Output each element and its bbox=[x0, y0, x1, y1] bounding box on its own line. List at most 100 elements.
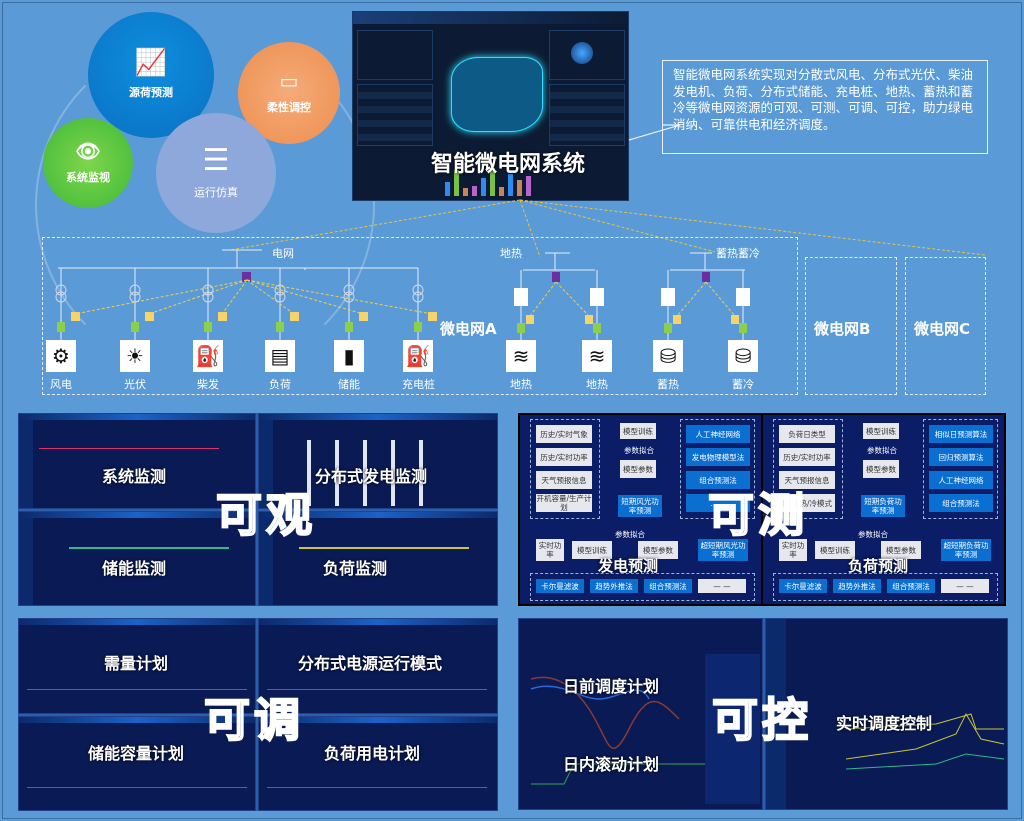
device-battery[interactable]: ▮储能 bbox=[333, 340, 365, 392]
microgrid-b-box[interactable] bbox=[805, 257, 897, 395]
param-fit-label: 参数拟合 bbox=[624, 445, 654, 455]
geothermal-icon: ≋ bbox=[582, 340, 612, 372]
realtime-power-box: 实时功率 bbox=[536, 539, 564, 561]
system-monitor-screen[interactable] bbox=[18, 413, 256, 509]
algorithm-box: 趋势外推法 bbox=[590, 579, 638, 593]
generation-forecast-panel[interactable]: 历史/实时气象人工神经网络卡尔曼滤波历史/实时功率发电物理模型法趋势外推法天气预… bbox=[520, 415, 761, 604]
model-params-box: 模型参数 bbox=[863, 460, 899, 478]
microgrid-c-box[interactable] bbox=[905, 257, 986, 395]
panel-label: 分布式电源运行模式 bbox=[298, 654, 443, 673]
dispatch-plan-screen[interactable] bbox=[518, 618, 763, 810]
short-term-forecast-box: 短期负荷功率预测 bbox=[861, 495, 905, 517]
comm-line bbox=[555, 281, 590, 317]
generation-mode-screen[interactable] bbox=[258, 618, 498, 714]
system-title: 智能微电网系统 bbox=[431, 152, 586, 177]
microgrid-b-label: 微电网B bbox=[814, 320, 871, 338]
input-box: 开机容量/生产计划 bbox=[536, 494, 592, 512]
realtime-chart bbox=[845, 712, 1005, 770]
input-box: 天气预报信息 bbox=[536, 471, 592, 489]
model-train-box: 模型训练 bbox=[815, 541, 855, 559]
demand-plan-screen[interactable] bbox=[18, 618, 256, 714]
microgrid-a-label: 微电网A bbox=[440, 320, 497, 338]
sensor-node bbox=[218, 312, 227, 321]
transformer-icon bbox=[129, 284, 141, 296]
transformer-icon bbox=[202, 284, 214, 296]
pulse-monitor-icon: ▭ bbox=[279, 69, 299, 93]
group-box bbox=[530, 419, 600, 519]
feature-system-monitor[interactable]: 👁 系统监视 bbox=[43, 118, 133, 208]
device-label: 柴发 bbox=[197, 378, 219, 391]
meter-node bbox=[664, 323, 672, 333]
device-charging-pile[interactable]: ⛽充电桩 bbox=[402, 340, 435, 392]
input-box: 天气预报信息 bbox=[779, 471, 835, 489]
ultra-short-forecast-box: 超短期负荷功率预测 bbox=[941, 539, 991, 561]
algorithm-box: — — bbox=[698, 579, 746, 593]
load-plan-screen[interactable] bbox=[258, 716, 498, 811]
microgrid-dashboard-screenshot[interactable]: 智能微电网系统 bbox=[352, 11, 629, 201]
panel-label: 分布式发电监测 bbox=[315, 467, 428, 486]
device-heat-tank[interactable]: ⛁蓄热 bbox=[652, 340, 684, 392]
group-box bbox=[773, 419, 843, 519]
valve-icon bbox=[736, 288, 750, 306]
feature-flexible-control[interactable]: ▭柔性调控 bbox=[238, 42, 340, 144]
feature-label: 源荷预测 bbox=[129, 86, 173, 99]
comm-line bbox=[221, 279, 248, 315]
observe-big-label: 可观 bbox=[215, 487, 316, 543]
bus-geo-label: 地热 bbox=[500, 247, 522, 260]
sensor-node bbox=[585, 315, 593, 324]
load-forecast-panel[interactable]: 负荷日类型相似日预测算法卡尔曼滤波历史/实时功率回归预测算法趋势外推法天气预报信… bbox=[763, 415, 1004, 604]
meter-node bbox=[276, 322, 284, 332]
control-section: 日前调度计划 日内滚动计划 实时调度控制 可控 bbox=[518, 618, 1008, 810]
controller-node bbox=[702, 272, 710, 282]
device-wind-turbine[interactable]: ⚙风电 bbox=[45, 340, 77, 392]
algorithm-box: 趋势外推法 bbox=[833, 579, 881, 593]
algorithm-box: 组合预测法 bbox=[644, 579, 692, 593]
realtime-control-screen[interactable] bbox=[765, 618, 1008, 810]
method-box: 人工神经网络 bbox=[686, 425, 750, 443]
comm-line bbox=[148, 279, 248, 315]
storage-capacity-screen[interactable] bbox=[18, 716, 256, 811]
param-fit-label: 参数拟合 bbox=[858, 529, 888, 539]
valve-icon bbox=[590, 288, 604, 306]
device-label: 风电 bbox=[50, 378, 72, 391]
feature-label: 运行仿真 bbox=[194, 186, 238, 199]
layers-icon: ☰ bbox=[202, 143, 230, 178]
device-diesel-generator[interactable]: ⛽ 柴发 bbox=[192, 340, 224, 392]
device-solar-panel[interactable]: ☀光伏 bbox=[119, 340, 151, 392]
model-params-box: 模型参数 bbox=[638, 541, 678, 559]
device-cold-tank[interactable]: ⛁蓄冷 bbox=[727, 340, 759, 392]
meter-node bbox=[204, 322, 212, 332]
controller-node bbox=[242, 272, 251, 282]
transformer-icon bbox=[412, 284, 424, 296]
meter-node bbox=[345, 322, 353, 332]
storage-monitor-screen[interactable] bbox=[18, 511, 256, 606]
measure-big-label: 可测 bbox=[707, 487, 808, 543]
input-box: 历史/实时功率 bbox=[779, 448, 835, 466]
device-geothermal[interactable]: ≋地热 bbox=[581, 340, 613, 392]
method-box: 相似日预测算法 bbox=[929, 425, 993, 443]
panel-label: 储能容量计划 bbox=[88, 744, 185, 763]
algorithm-box: 卡尔曼滤波 bbox=[779, 579, 827, 593]
device-load[interactable]: ▤负荷 bbox=[264, 340, 296, 392]
feature-simulation[interactable]: ☰ 运行仿真 bbox=[156, 113, 276, 233]
panel-label: 日前调度计划 bbox=[563, 677, 660, 696]
eye-monitor-icon: 👁 bbox=[75, 139, 101, 163]
distributed-generation-screen[interactable] bbox=[258, 413, 498, 509]
panel-label: 系统监测 bbox=[102, 467, 167, 486]
sensor-node bbox=[731, 315, 739, 324]
device-geothermal[interactable]: ≋地热 bbox=[505, 340, 537, 392]
transformer-icon bbox=[129, 291, 141, 303]
load-icon: ▤ bbox=[265, 340, 295, 372]
feature-label: 系统监视 bbox=[66, 171, 110, 184]
load-monitor-screen[interactable] bbox=[258, 511, 498, 606]
method-box: 人工神经网络 bbox=[929, 471, 993, 489]
diesel-generator-icon: ⛽ bbox=[193, 340, 223, 372]
algorithm-box: — — bbox=[941, 579, 989, 593]
panel-label: 发电预测 bbox=[598, 557, 659, 575]
transformer-icon bbox=[55, 291, 67, 303]
model-train-box: 模型训练 bbox=[572, 541, 612, 559]
panel-label: 负荷用电计划 bbox=[324, 744, 421, 763]
meter-node bbox=[57, 322, 65, 332]
